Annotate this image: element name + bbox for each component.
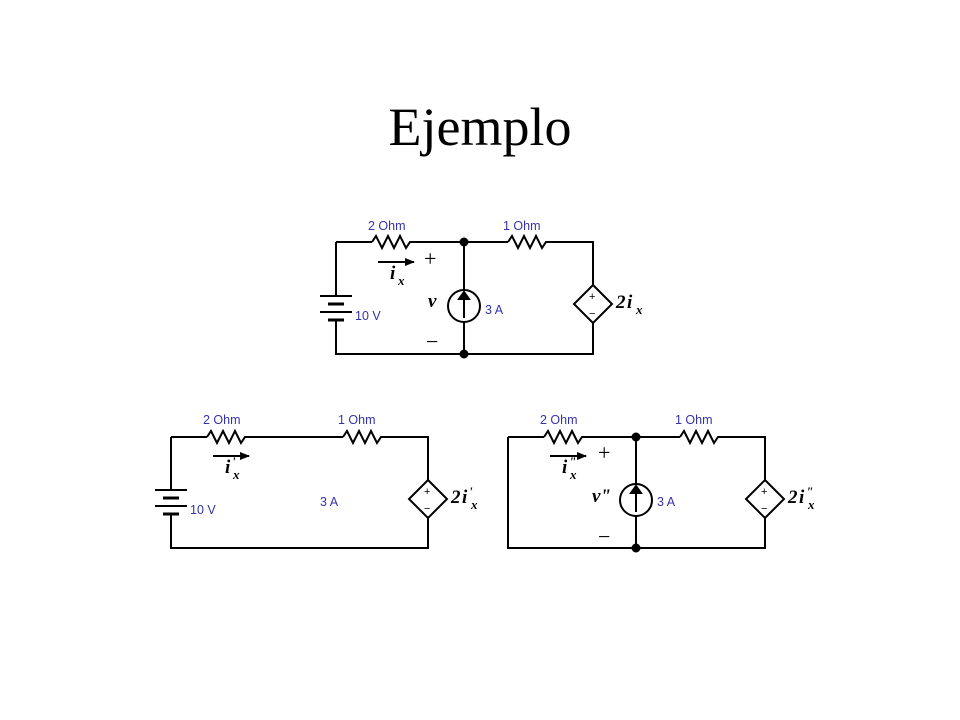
resistor-2ohm: [371, 233, 414, 251]
slide-title: Ejemplo: [388, 97, 572, 157]
resistor-2ohm: [206, 428, 249, 446]
resistor-2ohm: [543, 428, 586, 446]
dep-plus-sign: +: [424, 486, 430, 498]
node-dot: [459, 349, 469, 359]
label-dep-coef: 2: [450, 487, 461, 508]
label-dep-coef: 2: [787, 487, 798, 508]
dependent-voltage-source: [407, 478, 449, 520]
label-ix-sub: x: [397, 273, 405, 288]
current-source-3a: [619, 483, 653, 517]
circuit-right: [507, 428, 786, 549]
label-dep-prime: ": [806, 484, 813, 499]
circuit-main: [320, 233, 614, 355]
wire: [170, 518, 429, 549]
label-dep-sub: x: [470, 497, 478, 512]
label-dep-prime: ': [469, 484, 473, 499]
label-r2: 1 Ohm: [503, 219, 541, 233]
wire: [385, 436, 429, 480]
label-r2: 1 Ohm: [675, 413, 713, 427]
wire: [550, 241, 594, 285]
dep-minus-sign: −: [589, 308, 595, 320]
label-ix-sub: x: [232, 467, 240, 482]
label-minus: −: [598, 524, 610, 549]
label-dep-sub: x: [635, 302, 643, 317]
label-minus: −: [426, 329, 438, 354]
label-dep-coef: 2: [615, 292, 626, 313]
node-dot: [631, 543, 641, 553]
node-dot: [459, 237, 469, 247]
wire: [722, 436, 766, 480]
label-plus: +: [424, 246, 436, 271]
label-dep-var: i: [627, 292, 633, 313]
dep-minus-sign: −: [761, 503, 767, 515]
label-r2: 1 Ohm: [338, 413, 376, 427]
label-r1: 2 Ohm: [368, 219, 406, 233]
label-ix: i: [562, 457, 568, 478]
dep-plus-sign: +: [761, 486, 767, 498]
dependent-voltage-source: [572, 283, 614, 325]
label-current-source: 3 A: [657, 495, 676, 509]
current-source-3a: [447, 289, 481, 323]
label-battery: 10 V: [190, 503, 216, 517]
node-dot: [631, 432, 641, 442]
resistor-1ohm: [342, 428, 385, 446]
label-r1: 2 Ohm: [203, 413, 241, 427]
label-dep-sub: x: [807, 497, 815, 512]
label-current-source: 3 A: [485, 303, 504, 317]
label-v: v": [592, 486, 611, 507]
circuit-left: [155, 428, 449, 549]
battery-10v: [320, 295, 352, 326]
label-plus: +: [598, 440, 610, 465]
resistor-1ohm: [507, 233, 550, 251]
label-dep-var: i: [799, 487, 805, 508]
label-dep-var: i: [462, 487, 468, 508]
dependent-voltage-source: [744, 478, 786, 520]
label-ix-prime: ": [569, 454, 576, 469]
dep-plus-sign: +: [589, 291, 595, 303]
label-ix-sub: x: [569, 467, 577, 482]
dep-minus-sign: −: [424, 503, 430, 515]
battery-10v: [155, 489, 187, 520]
label-battery: 10 V: [355, 309, 381, 323]
resistor-1ohm: [679, 428, 722, 446]
label-ix: i: [390, 263, 396, 284]
label-current-source: 3 A: [320, 495, 339, 509]
label-ix-prime: ': [232, 454, 236, 469]
label-v: v: [428, 291, 437, 312]
label-r1: 2 Ohm: [540, 413, 578, 427]
label-ix: i: [225, 457, 231, 478]
